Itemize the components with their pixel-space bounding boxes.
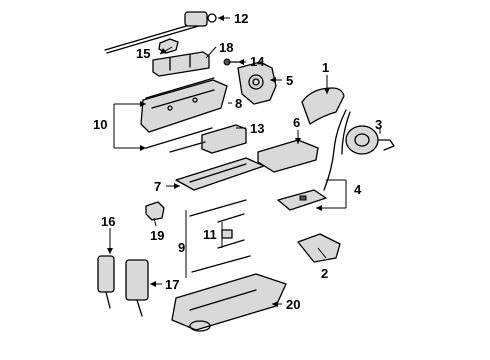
callout-6: 6 bbox=[293, 115, 300, 130]
part-4-control-module bbox=[277, 189, 327, 211]
callout-13: 13 bbox=[250, 121, 264, 136]
callout-5: 5 bbox=[286, 73, 293, 88]
callout-19: 19 bbox=[150, 228, 164, 243]
callout-12: 12 bbox=[234, 11, 248, 26]
part-9-rods bbox=[189, 199, 251, 273]
part-2-lower-cover bbox=[297, 233, 341, 263]
part-3-clockspring bbox=[345, 125, 395, 155]
callout-7: 7 bbox=[154, 179, 161, 194]
part-18-bracket bbox=[152, 51, 210, 77]
callout-8: 8 bbox=[235, 96, 242, 111]
part-20-tray bbox=[171, 273, 287, 332]
part-8-upper-shroud bbox=[140, 79, 228, 133]
callout-14: 14 bbox=[250, 54, 265, 69]
callout-17: 17 bbox=[165, 277, 179, 292]
part-5-motor-housing bbox=[237, 61, 277, 105]
callout-20: 20 bbox=[286, 297, 300, 312]
part-1-column-cover bbox=[301, 87, 345, 125]
callout-18: 18 bbox=[219, 40, 233, 55]
part-6-lower-bracket bbox=[257, 139, 319, 173]
callout-9: 9 bbox=[178, 240, 185, 255]
callout-labels: 12 15 18 14 5 1 8 10 13 6 3 7 4 11 9 16 … bbox=[93, 11, 382, 312]
part-14-screw bbox=[223, 58, 239, 66]
part-13-actuator bbox=[169, 124, 247, 154]
arrowheads bbox=[107, 15, 330, 307]
part-17-motor bbox=[125, 259, 149, 317]
callout-10: 10 bbox=[93, 117, 107, 132]
callout-4: 4 bbox=[354, 182, 362, 197]
callout-16: 16 bbox=[101, 214, 115, 229]
part-12-rod-assembly bbox=[104, 11, 217, 54]
part-7-plate bbox=[175, 157, 265, 191]
callout-3: 3 bbox=[375, 117, 382, 132]
callout-15: 15 bbox=[136, 46, 150, 61]
part-19-sensor bbox=[145, 201, 165, 221]
part-16-motor bbox=[97, 255, 115, 309]
callout-1: 1 bbox=[322, 60, 329, 75]
callout-11: 11 bbox=[203, 227, 217, 242]
part-10-rods bbox=[145, 77, 215, 149]
callout-2: 2 bbox=[321, 266, 328, 281]
wire-harness bbox=[323, 109, 351, 191]
